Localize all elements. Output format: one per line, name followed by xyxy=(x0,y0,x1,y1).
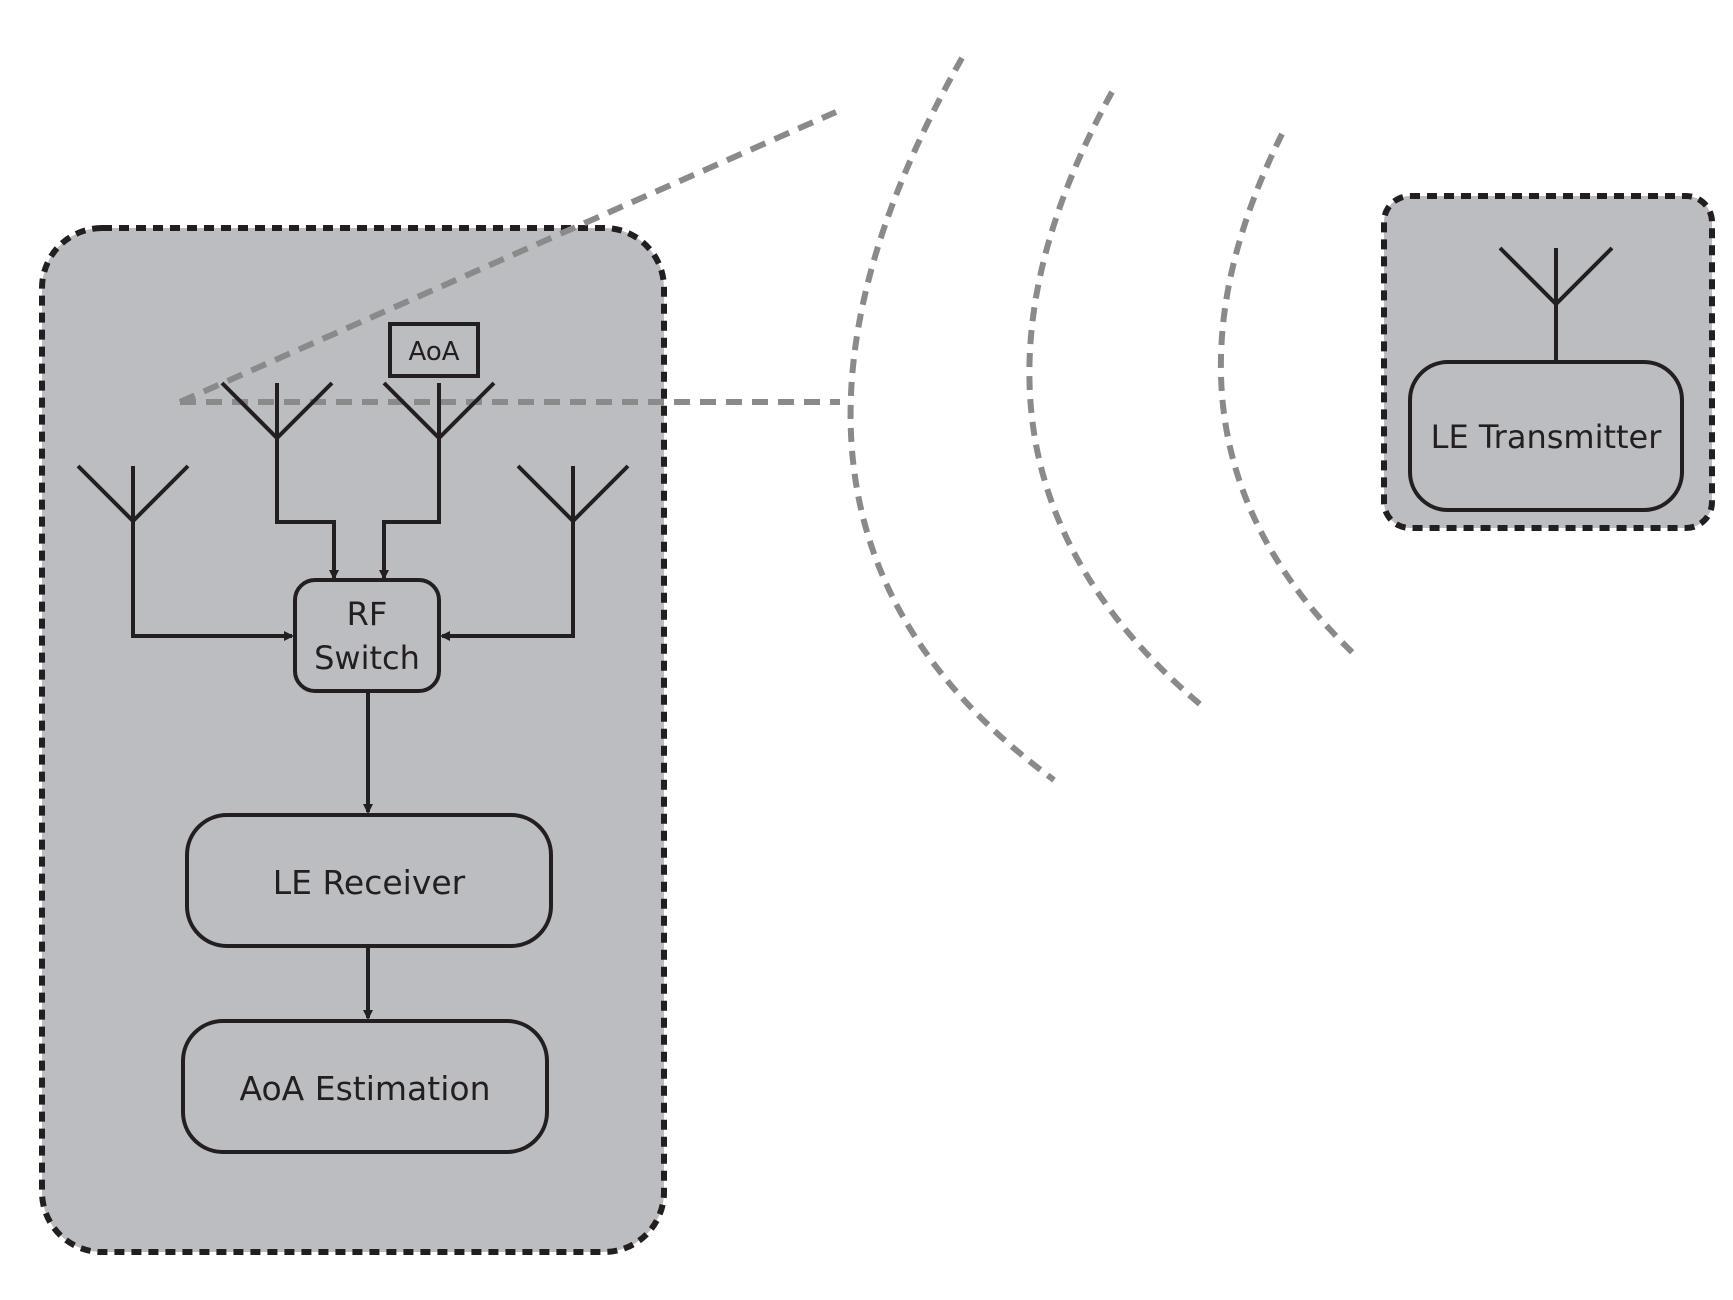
rf-switch-block: RF Switch xyxy=(293,578,441,693)
aoa-estimation-label: AoA Estimation xyxy=(240,1069,491,1108)
aoa-tag-label: AoA xyxy=(408,337,459,367)
radio-waves xyxy=(847,56,1359,783)
wave-arc-3 xyxy=(1217,132,1359,659)
angle-incident-line xyxy=(178,109,838,405)
le-receiver-block: LE Receiver xyxy=(185,813,553,948)
le-receiver-label: LE Receiver xyxy=(273,863,466,902)
antenna1-to-switch xyxy=(131,521,294,641)
receiver-panel xyxy=(39,225,667,1255)
connectors xyxy=(131,304,1558,1020)
antenna4-to-switch xyxy=(440,521,575,641)
wave-arc-2 xyxy=(1026,90,1204,709)
le-transmitter-block: LE Transmitter xyxy=(1408,360,1684,512)
angle-of-arrival-lines xyxy=(178,109,840,405)
le-transmitter-label: LE Transmitter xyxy=(1431,418,1663,456)
antenna3-to-switch xyxy=(379,438,441,580)
aoa-tag: AoA xyxy=(388,322,480,378)
rf-switch-label-line1: RF xyxy=(347,595,388,633)
aoa-estimation-block: AoA Estimation xyxy=(181,1019,549,1154)
antenna2-to-switch xyxy=(275,438,339,580)
rf-switch-label-line2: Switch xyxy=(314,639,420,677)
wave-arc-1 xyxy=(847,56,1056,783)
